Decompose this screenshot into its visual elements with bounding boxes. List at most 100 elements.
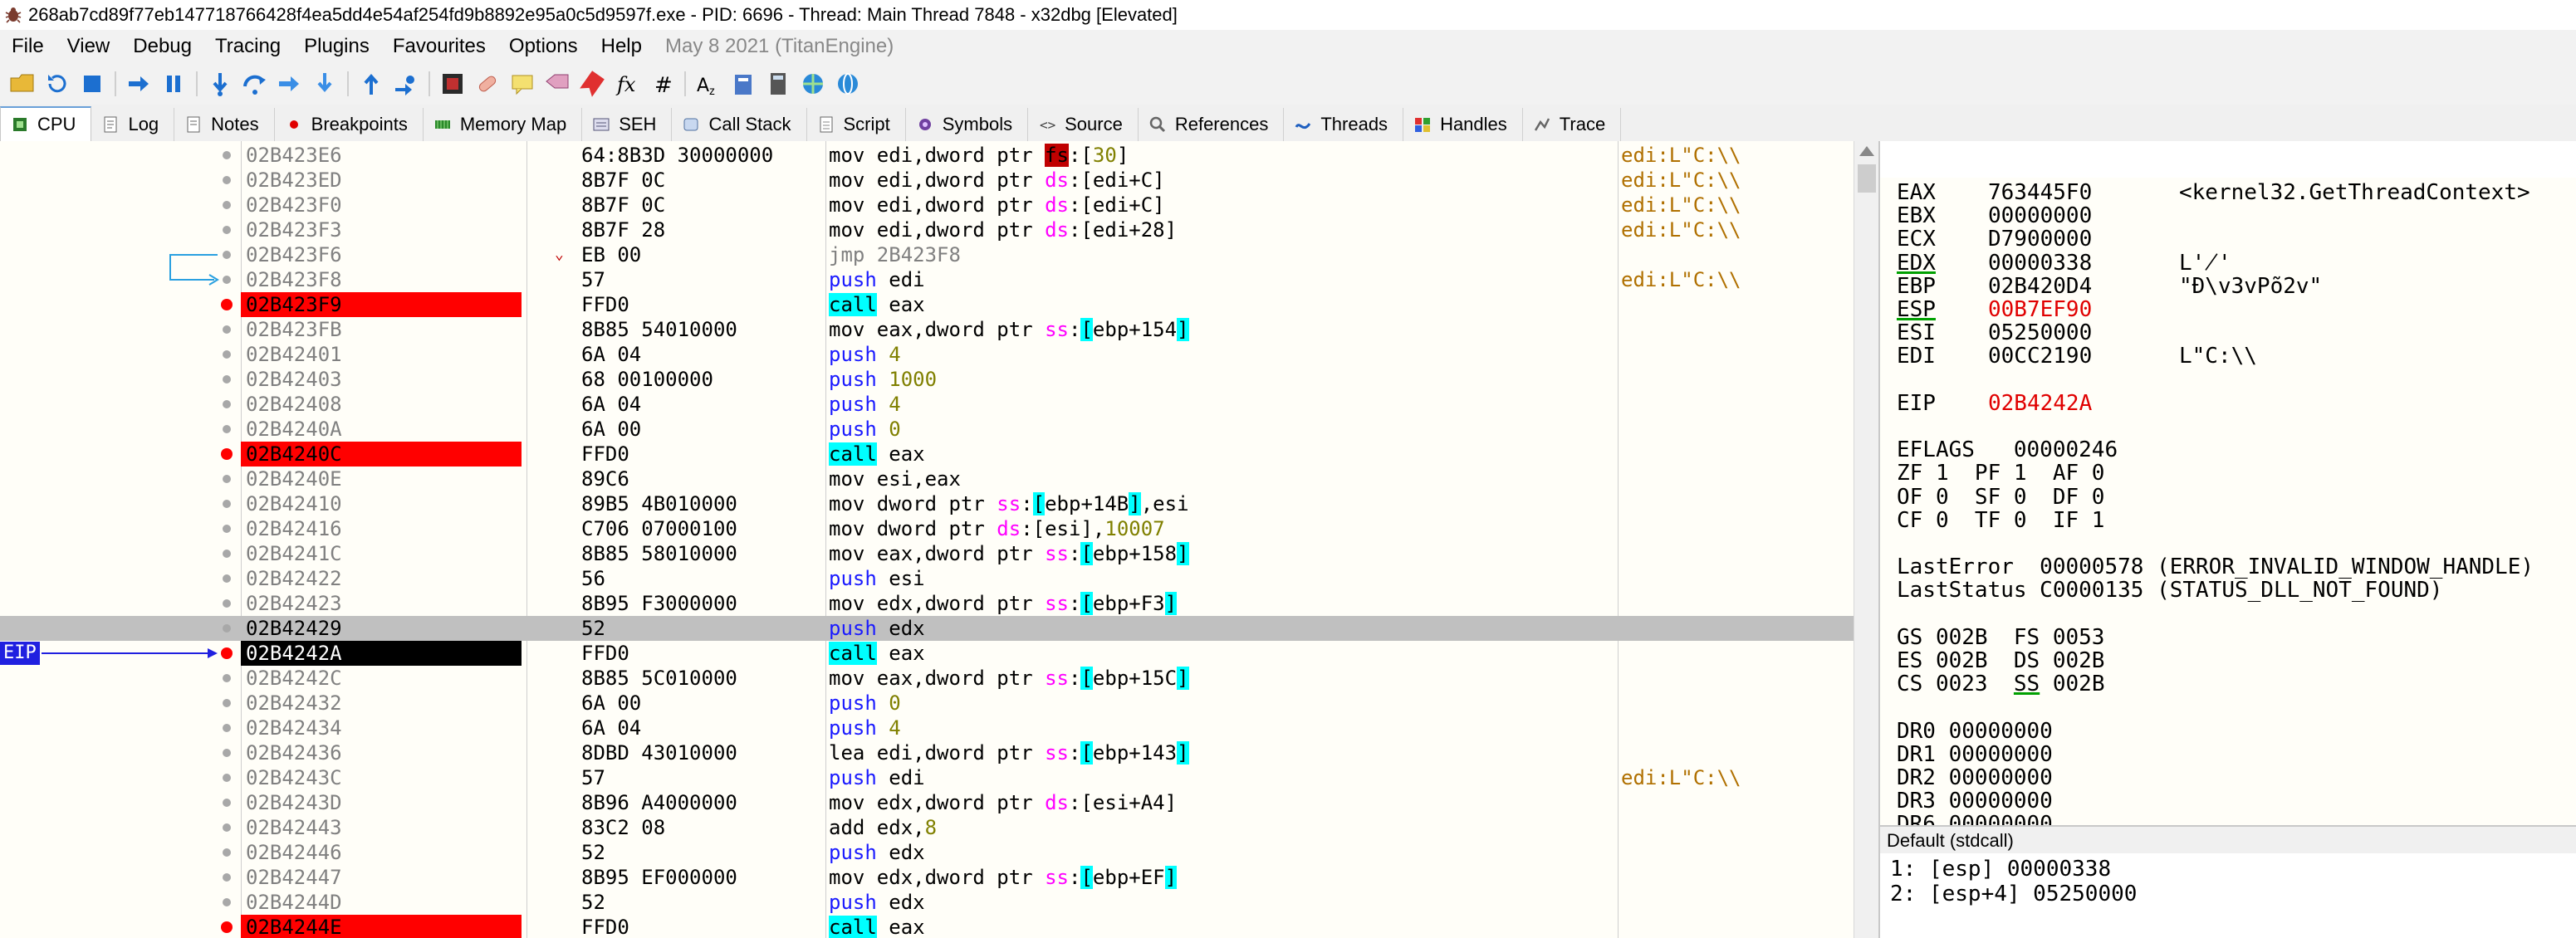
step-into-icon[interactable] [206, 70, 234, 98]
register-value[interactable]: 763445F0 [1988, 180, 2093, 205]
stop-icon[interactable] [78, 70, 106, 98]
open-icon[interactable] [8, 70, 37, 98]
register-name-ss[interactable]: SS [2013, 672, 2040, 697]
breakpoint-slot-icon[interactable] [223, 749, 231, 757]
run-icon[interactable] [125, 70, 153, 98]
memory-icon[interactable] [799, 70, 827, 98]
menu-view[interactable]: View [66, 35, 110, 57]
scylla-icon[interactable] [438, 70, 467, 98]
breakpoint-slot-icon[interactable] [223, 848, 231, 857]
register-line[interactable]: CF 0 TF 0 IF 1 [1897, 509, 2104, 532]
breakpoint-slot-icon[interactable] [223, 325, 231, 334]
disassembly-gutter[interactable] [0, 141, 242, 938]
tab-script[interactable]: Script [807, 108, 906, 141]
breakpoint-slot-icon[interactable] [223, 375, 231, 384]
tab-call-stack[interactable]: Call Stack [672, 108, 807, 141]
breakpoint-slot-icon[interactable] [223, 823, 231, 832]
breakpoint-slot-icon[interactable] [223, 151, 231, 159]
calculator-icon[interactable] [764, 70, 792, 98]
step-over-icon[interactable] [241, 70, 269, 98]
trace-into-icon[interactable] [276, 70, 304, 98]
call-argument[interactable]: 1: [esp] 00000338 [1890, 857, 2112, 882]
breakpoint-slot-icon[interactable] [223, 226, 231, 234]
register-line[interactable]: ES 002B DS 002B [1897, 649, 2104, 672]
breakpoint-slot-icon[interactable] [223, 201, 231, 209]
breakpoint-slot-icon[interactable] [223, 898, 231, 906]
scroll-thumb[interactable] [1858, 164, 1876, 193]
menu-debug[interactable]: Debug [133, 35, 192, 57]
tab-trace[interactable]: Trace [1523, 108, 1622, 141]
menu-plugins[interactable]: Plugins [304, 35, 370, 57]
breakpoint-slot-icon[interactable] [223, 350, 231, 359]
register-line[interactable]: DR1 00000000 [1897, 743, 2053, 766]
register-line[interactable]: CS 0023 SS 002B [1897, 672, 2104, 696]
breakpoint-slot-icon[interactable] [223, 251, 231, 259]
tab-references[interactable]: References [1139, 108, 1285, 141]
run-to-user-code-icon[interactable] [392, 70, 420, 98]
restart-icon[interactable] [43, 70, 71, 98]
breakpoint-slot-icon[interactable] [223, 574, 231, 583]
menu-file[interactable]: File [12, 35, 44, 57]
register-line[interactable]: EFLAGS 00000246 [1897, 438, 2118, 462]
call-argument[interactable]: 2: [esp+4] 05250000 [1890, 882, 2138, 906]
register-value[interactable]: 02B420D4 [1988, 273, 2093, 299]
functions-icon[interactable]: fx [613, 70, 641, 98]
variables-icon[interactable]: # [648, 70, 676, 98]
menu-tracing[interactable]: Tracing [215, 35, 282, 57]
breakpoint-slot-icon[interactable] [223, 699, 231, 707]
breakpoint-slot-icon[interactable] [223, 475, 231, 483]
comments-icon[interactable] [508, 70, 536, 98]
register-value[interactable]: 00B7EF90 [1988, 297, 2093, 322]
breakpoint-dot-icon[interactable] [221, 299, 233, 310]
tab-log[interactable]: Log [91, 108, 175, 141]
register-line[interactable]: DR0 00000000 [1897, 720, 2053, 743]
breakpoint-slot-icon[interactable] [223, 799, 231, 807]
bookmarks-icon[interactable] [578, 70, 606, 98]
register-line[interactable] [1897, 369, 2179, 392]
breakpoint-slot-icon[interactable] [223, 525, 231, 533]
register-value[interactable]: 02B4242A [1988, 390, 2093, 416]
disassembly-scrollbar[interactable] [1854, 141, 1878, 938]
tab-notes[interactable]: Notes [174, 108, 275, 141]
globe-icon[interactable] [834, 70, 862, 98]
register-line[interactable]: GS 002B FS 0053 [1897, 626, 2104, 649]
breakpoint-slot-icon[interactable] [223, 425, 231, 433]
breakpoint-slot-icon[interactable] [223, 400, 231, 408]
breakpoint-slot-icon[interactable] [223, 774, 231, 782]
register-line[interactable]: DR6 00000000 [1897, 813, 2053, 825]
breakpoint-slot-icon[interactable] [223, 873, 231, 882]
register-line[interactable]: ZF 1 PF 1 AF 0 [1897, 462, 2104, 485]
tab-source[interactable]: <>Source [1028, 108, 1139, 141]
breakpoint-slot-icon[interactable] [223, 176, 231, 184]
breakpoint-slot-icon[interactable] [223, 724, 231, 732]
execute-till-return-icon[interactable] [357, 70, 385, 98]
scroll-up-arrow-icon[interactable] [1859, 146, 1874, 156]
register-line[interactable]: OF 0 SF 0 DF 0 [1897, 486, 2104, 509]
